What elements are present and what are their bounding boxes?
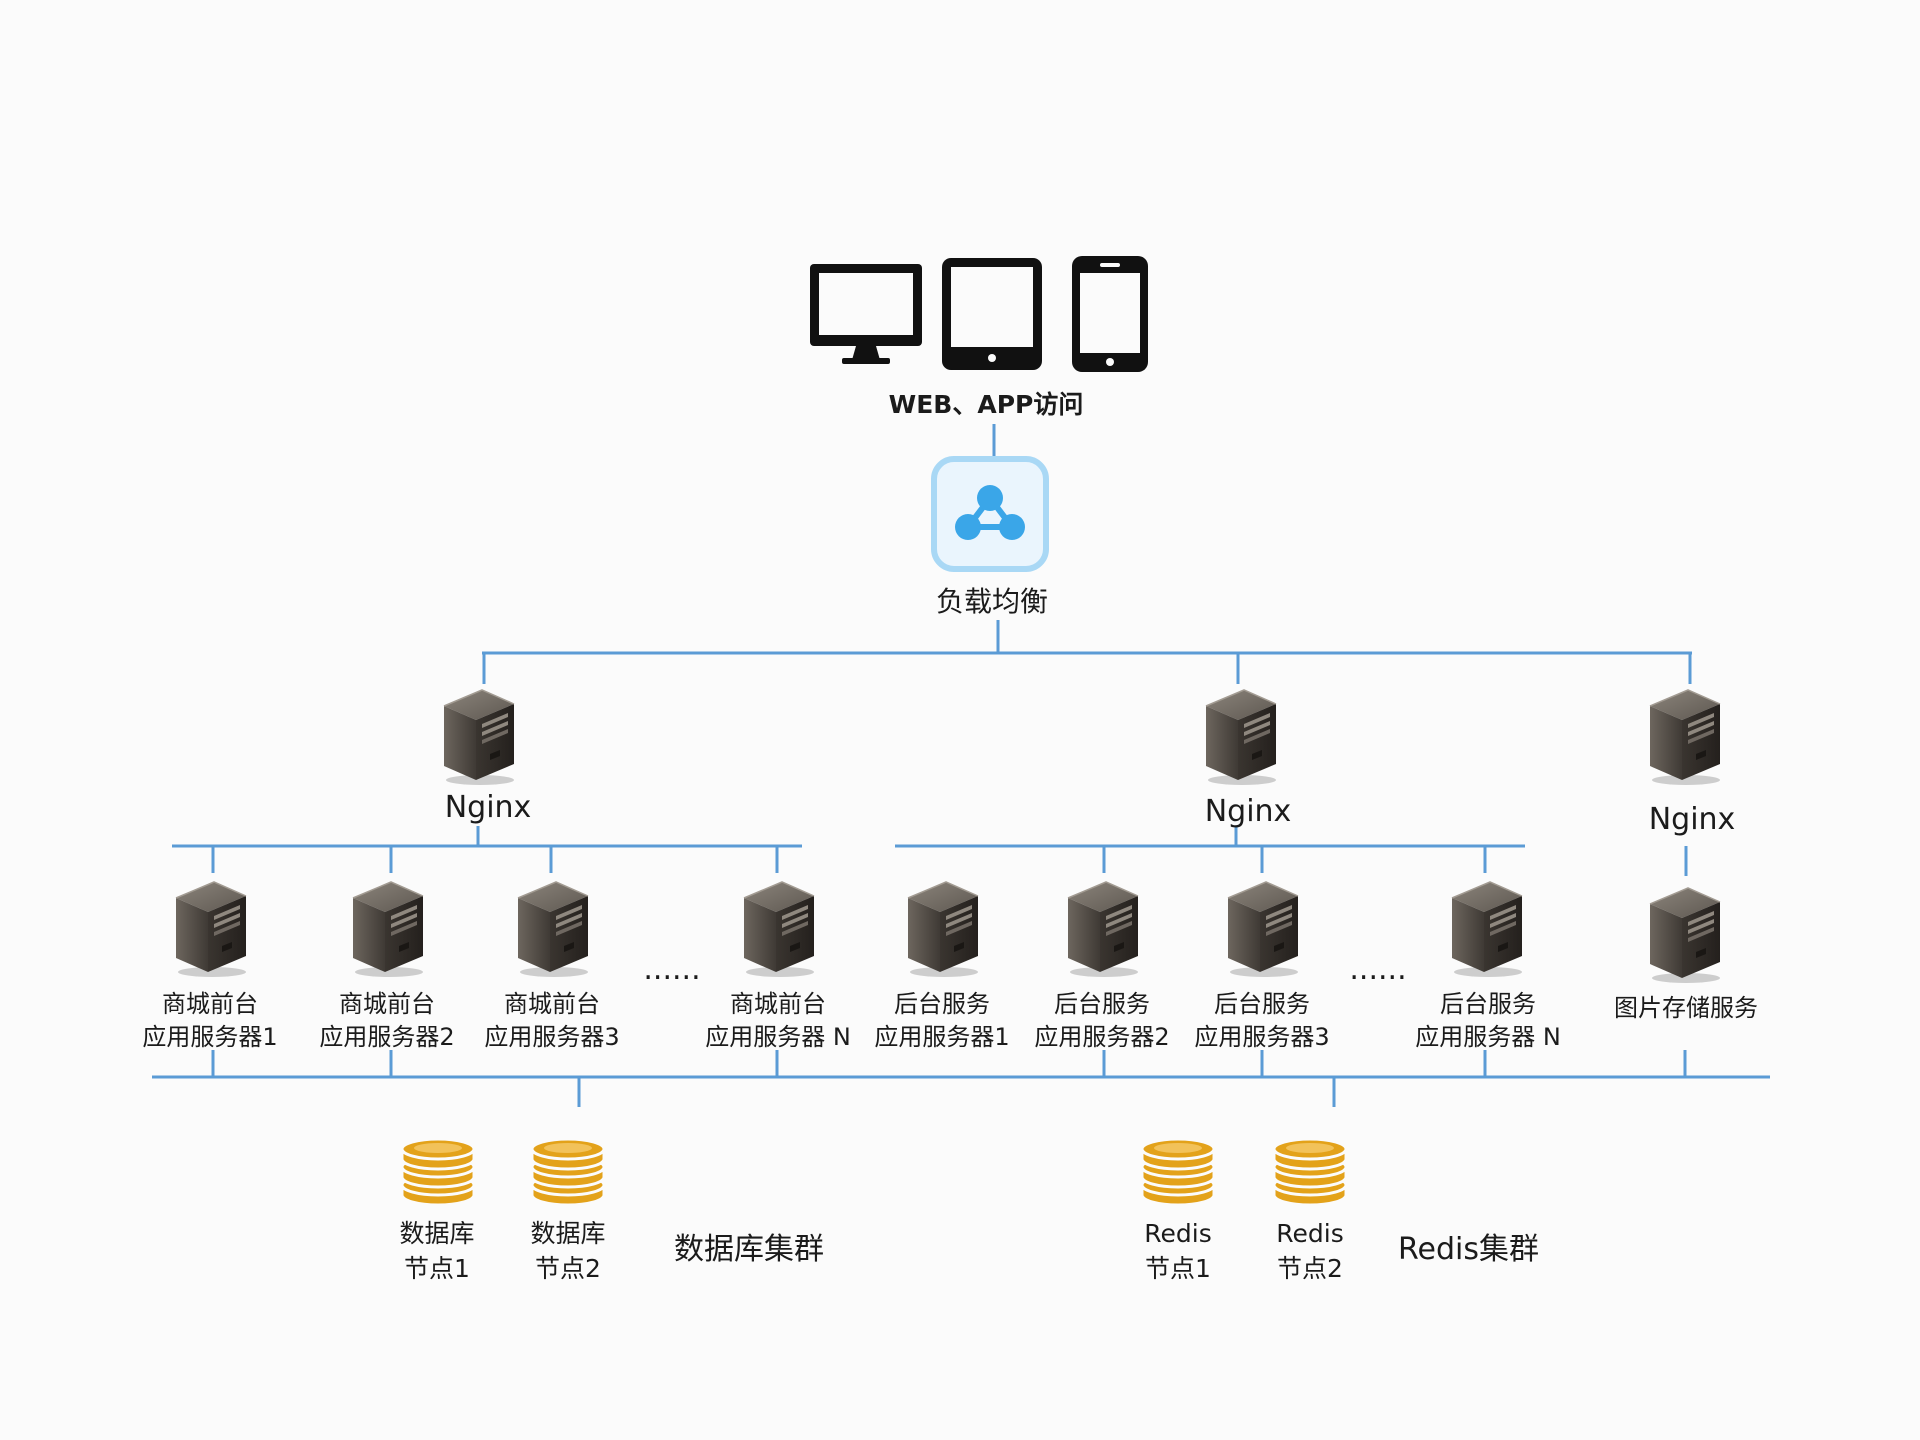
- backend-server-1-line2: 应用服务器1: [874, 1023, 1010, 1051]
- image-storage-server-label: 图片存储服务: [1614, 994, 1758, 1022]
- frontend-server-1-line1: 商城前台: [162, 990, 258, 1018]
- smartphone-icon: [1072, 256, 1148, 372]
- backend-server-3-line2: 应用服务器3: [1194, 1023, 1330, 1051]
- nginx-label-3: Nginx: [1648, 802, 1736, 837]
- frontend-server-3-line2: 应用服务器3: [484, 1023, 620, 1051]
- redis-node-1-line2: 节点1: [1145, 1254, 1211, 1283]
- backend-server-icon-2: [1067, 881, 1139, 978]
- redis-node-icon-1: [1140, 1137, 1216, 1207]
- redis-node-icon-2: [1272, 1137, 1348, 1207]
- backend-server-label-2: 后台服务 应用服务器2: [1034, 988, 1169, 1054]
- frontend-server-icon-2: [352, 881, 424, 978]
- tablet-icon: [942, 258, 1042, 370]
- frontend-server-icon-1: [175, 881, 247, 978]
- backend-server-n-line2: 应用服务器 N: [1415, 1023, 1561, 1051]
- redis-node-2-line1: Redis: [1276, 1219, 1344, 1248]
- desktop-monitor-icon: [810, 264, 922, 364]
- frontend-ellipsis: ......: [643, 952, 701, 987]
- frontend-server-3-line1: 商城前台: [504, 990, 600, 1018]
- database-node-label-1: 数据库 节点1: [399, 1216, 474, 1286]
- redis-node-1-line1: Redis: [1144, 1219, 1212, 1248]
- backend-server-1-line1: 后台服务: [894, 990, 990, 1018]
- backend-server-2-line1: 后台服务: [1054, 990, 1150, 1018]
- database-node-2-line2: 节点2: [535, 1254, 601, 1283]
- frontend-server-2-line2: 应用服务器2: [319, 1023, 455, 1051]
- frontend-server-1-line2: 应用服务器1: [142, 1023, 278, 1051]
- frontend-server-n-line2: 应用服务器 N: [705, 1023, 851, 1051]
- frontend-server-icon-3: [517, 881, 589, 978]
- access-label: WEB、APP访问: [888, 390, 1084, 419]
- backend-server-n-line1: 后台服务: [1440, 990, 1536, 1018]
- redis-cluster-label: Redis集群: [1398, 1232, 1539, 1267]
- load-balancer-label: 负载均衡: [935, 585, 1049, 618]
- database-node-1-line1: 数据库: [399, 1219, 475, 1248]
- nginx-server-icon-2: [1205, 689, 1277, 786]
- nginx-label-1: Nginx: [444, 790, 532, 825]
- backend-server-label-1: 后台服务 应用服务器1: [874, 988, 1009, 1054]
- database-cluster-label: 数据库集群: [674, 1232, 824, 1267]
- backend-server-label-n: 后台服务 应用服务器 N: [1415, 988, 1561, 1054]
- nginx-server-icon-1: [443, 689, 515, 786]
- database-node-1-line2: 节点1: [404, 1254, 470, 1283]
- frontend-server-n-line1: 商城前台: [730, 990, 826, 1018]
- redis-node-label-2: Redis 节点2: [1276, 1216, 1343, 1286]
- load-balancer-icon: [931, 456, 1049, 572]
- nginx-label-2: Nginx: [1204, 794, 1292, 829]
- database-node-icon-1: [400, 1137, 476, 1207]
- frontend-server-label-2: 商城前台 应用服务器2: [319, 988, 454, 1054]
- backend-server-icon-3: [1227, 881, 1299, 978]
- frontend-server-icon-n: [743, 881, 815, 978]
- backend-server-label-3: 后台服务 应用服务器3: [1194, 988, 1329, 1054]
- backend-server-icon-n: [1451, 881, 1523, 978]
- image-storage-server-icon: [1649, 887, 1721, 984]
- backend-ellipsis: ......: [1349, 952, 1407, 987]
- database-node-2-line1: 数据库: [530, 1219, 606, 1248]
- database-node-icon-2: [530, 1137, 606, 1207]
- redis-node-2-line2: 节点2: [1277, 1254, 1343, 1283]
- backend-server-2-line2: 应用服务器2: [1034, 1023, 1170, 1051]
- frontend-server-2-line1: 商城前台: [339, 990, 435, 1018]
- redis-node-label-1: Redis 节点1: [1144, 1216, 1211, 1286]
- frontend-server-label-1: 商城前台 应用服务器1: [142, 988, 277, 1054]
- backend-server-3-line1: 后台服务: [1214, 990, 1310, 1018]
- nginx-server-icon-3: [1649, 689, 1721, 786]
- database-node-label-2: 数据库 节点2: [530, 1216, 605, 1286]
- frontend-server-label-n: 商城前台 应用服务器 N: [705, 988, 851, 1054]
- frontend-server-label-3: 商城前台 应用服务器3: [484, 988, 619, 1054]
- backend-server-icon-1: [907, 881, 979, 978]
